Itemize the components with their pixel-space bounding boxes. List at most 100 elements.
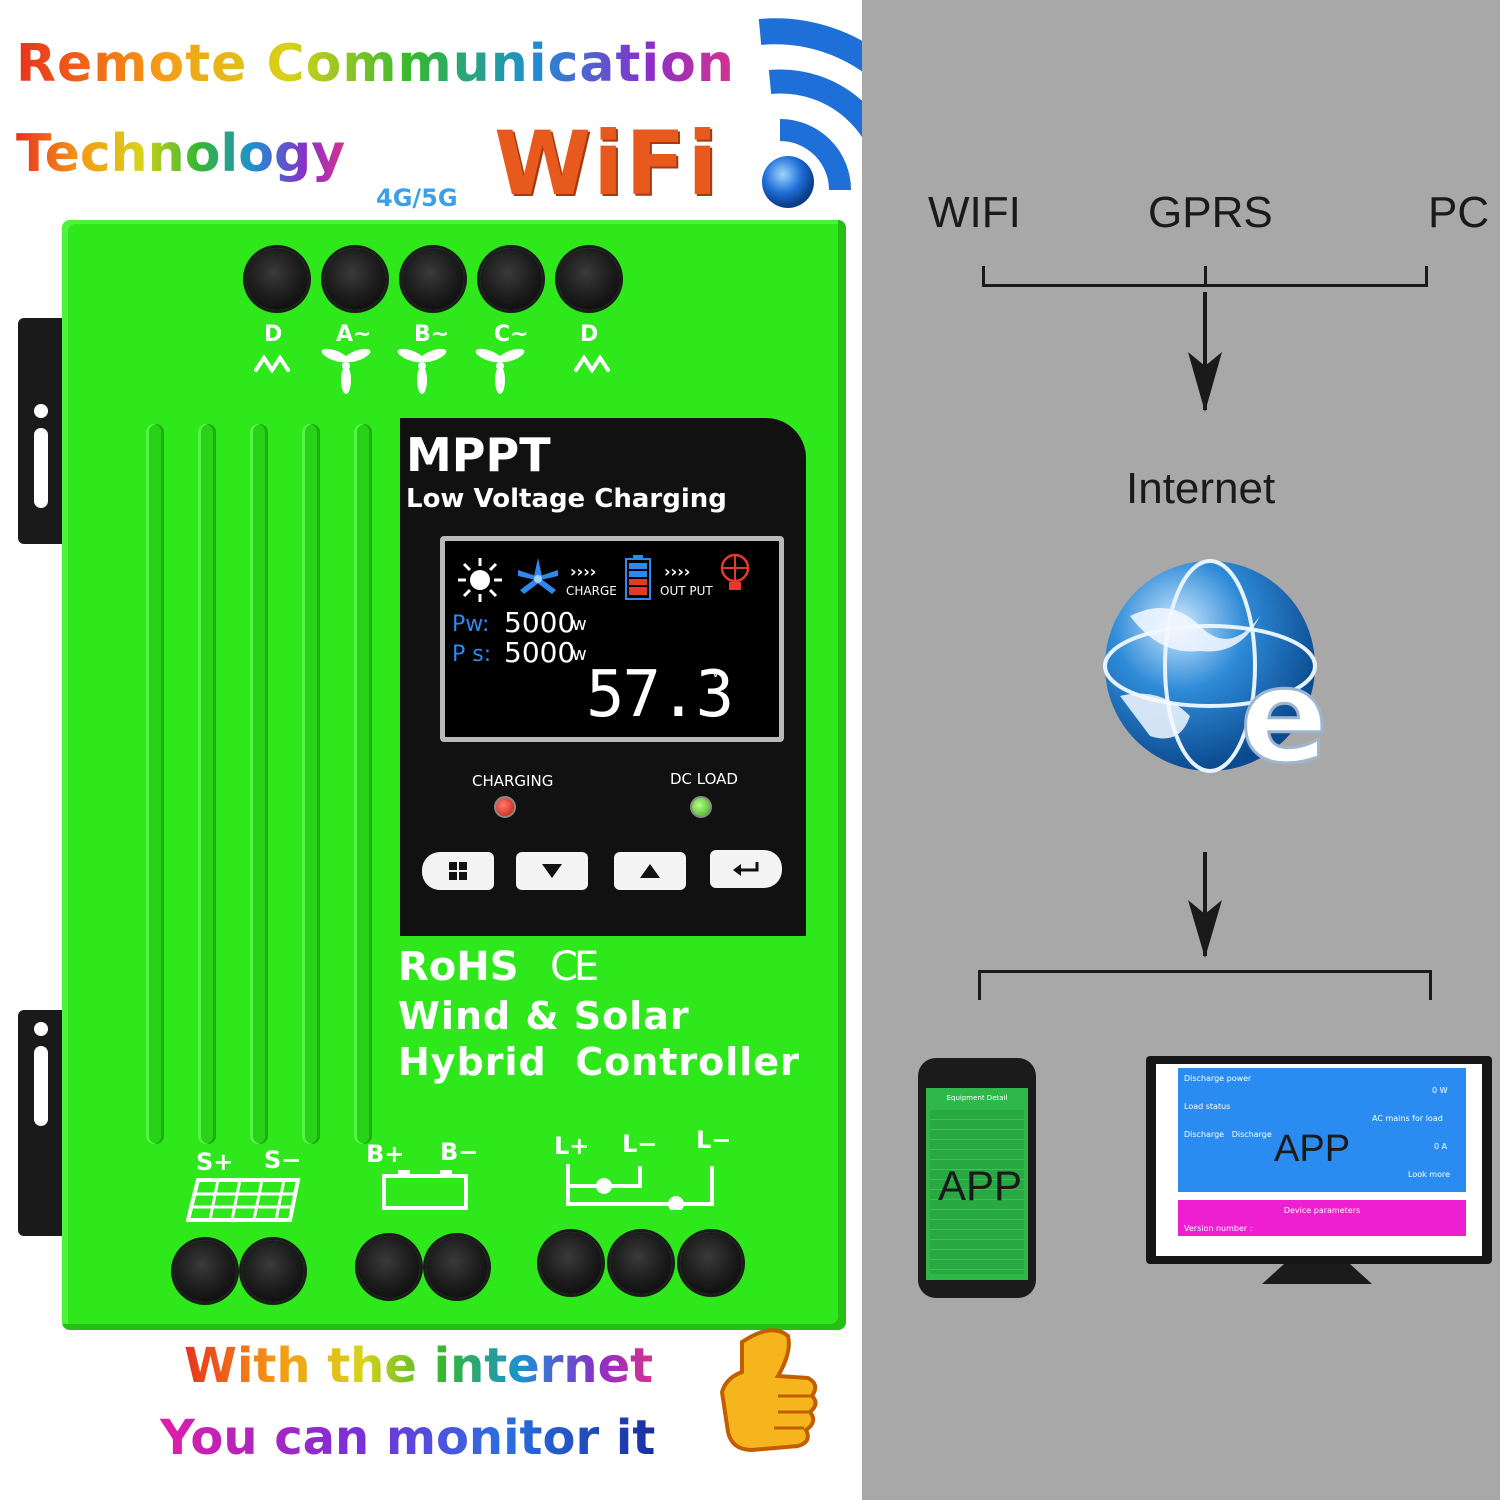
label-l-minus-1: L− <box>622 1130 658 1158</box>
ps-unit: w <box>572 644 587 665</box>
monitor-stand <box>1262 1264 1372 1284</box>
monitor-screen: Discharge power 0 W Load status AC mains… <box>1156 1064 1482 1256</box>
footer-line-1: With the internet <box>184 1338 654 1394</box>
terminal-a <box>324 248 386 310</box>
monitor-magenta-bar <box>1178 1200 1466 1236</box>
vent-groove <box>146 424 164 1144</box>
label-b-minus: B− <box>440 1138 479 1166</box>
mount-slot <box>34 1046 48 1126</box>
product-line-2: Hybrid Controller <box>398 1040 800 1084</box>
down-arrow-icon <box>1188 292 1222 412</box>
charging-led-label: CHARGING <box>472 772 554 790</box>
vent-groove <box>354 424 372 1144</box>
vent-groove <box>302 424 320 1144</box>
dcload-led-label: DC LOAD <box>670 770 738 788</box>
voltage-unit: v <box>712 666 720 680</box>
turbine-symbols-icon <box>254 348 610 394</box>
rohs-mark: RoHS <box>398 944 519 990</box>
voltage-readout: 57.3 <box>586 658 734 732</box>
mount-slot <box>34 428 48 508</box>
terminal-c <box>480 248 542 310</box>
bottom-bracket-left <box>978 970 981 1000</box>
vent-groove <box>198 424 216 1144</box>
solar-panel-icon <box>186 1178 301 1222</box>
down-button[interactable] <box>516 852 588 890</box>
up-button[interactable] <box>614 852 686 890</box>
enter-return-icon <box>733 862 759 876</box>
monitor-blue-card <box>1178 1068 1466 1192</box>
bottom-bracket-bar <box>978 970 1432 973</box>
down-arrow-icon-2 <box>1188 852 1222 958</box>
terminal-s-plus <box>174 1240 236 1302</box>
source-pc: PC <box>1428 188 1490 237</box>
mppt-title: MPPT <box>406 428 551 482</box>
footer-line-2: You can monitor it <box>160 1410 656 1466</box>
vent-groove <box>250 424 268 1144</box>
source-gprs: GPRS <box>1148 188 1273 237</box>
bottom-bracket-right <box>1429 970 1432 1000</box>
monitor: Discharge power 0 W Load status AC mains… <box>1146 1056 1492 1264</box>
battery-icon <box>625 555 651 600</box>
label-c: C~ <box>494 322 529 347</box>
label-d2: D <box>580 322 599 347</box>
label-s-minus: S− <box>264 1146 302 1174</box>
menu-button[interactable] <box>422 852 494 890</box>
monitor-bar-label: Device parameters <box>1283 1206 1361 1215</box>
mount-hole <box>34 404 48 418</box>
dcload-led <box>690 796 712 818</box>
phone-list <box>930 1110 1024 1274</box>
phone-app-label: APP <box>938 1162 1023 1209</box>
terminal-b <box>402 248 464 310</box>
charging-led <box>494 796 516 818</box>
lcd-output-label: OUT PUT <box>660 584 713 598</box>
terminal-s-minus <box>242 1240 304 1302</box>
top-bracket-mid <box>1204 266 1207 286</box>
sun-icon <box>458 558 502 602</box>
internet-globe-icon: e <box>1103 559 1330 794</box>
pw-value: 5000 <box>504 606 576 639</box>
phone-screen: Equipment Detail APP <box>926 1088 1028 1280</box>
monitor-row-3: Load status <box>1184 1102 1231 1111</box>
monitor-version: Version number : <box>1184 1224 1253 1233</box>
terminal-l-minus-1 <box>610 1232 672 1294</box>
mount-hole <box>34 1022 48 1036</box>
monitor-app-label: APP <box>1274 1128 1351 1170</box>
internet-label: Internet <box>1126 464 1276 513</box>
product-line-1: Wind & Solar <box>398 994 690 1038</box>
pw-unit: w <box>572 614 587 635</box>
source-wifi: WIFI <box>928 188 1021 237</box>
monitor-row-7: Look more <box>1408 1170 1451 1179</box>
triangle-up-icon <box>640 864 660 878</box>
pw-label: Pw: <box>452 612 490 637</box>
label-b-plus: B+ <box>366 1140 405 1168</box>
load-bulb-icon <box>720 553 750 590</box>
wind-turbine-icon <box>518 558 558 594</box>
wifi-title: WiFi <box>494 112 720 215</box>
thumbs-up-icon <box>719 1328 818 1453</box>
terminal-b-minus <box>426 1236 488 1298</box>
network-label: 4G/5G <box>376 184 458 212</box>
mppt-subtitle: Low Voltage Charging <box>406 484 727 514</box>
terminal-d2 <box>558 248 620 310</box>
label-l-plus: L+ <box>554 1132 590 1160</box>
ps-value: 5000 <box>504 636 576 669</box>
headline-line1: Remote Communication <box>16 34 735 94</box>
monitor-row-2: 0 W <box>1432 1086 1448 1095</box>
lcd-charge-label: CHARGE <box>566 584 617 598</box>
ce-mark: CE <box>550 944 599 990</box>
top-bracket-right <box>1425 266 1428 286</box>
phone-header: Equipment Detail <box>946 1094 1008 1102</box>
headline-line2: Technology <box>16 124 346 184</box>
output-arrows-icon: ›››› <box>664 562 691 581</box>
label-l-minus-2: L− <box>696 1126 732 1154</box>
load-circuit-icon <box>566 1164 714 1210</box>
label-a: A~ <box>336 322 372 347</box>
enter-button[interactable] <box>710 850 782 888</box>
charge-arrows-icon: ›››› <box>570 562 597 581</box>
battery-symbol-icon <box>382 1170 468 1210</box>
smartphone: Equipment Detail APP <box>918 1058 1036 1298</box>
svg-text:e: e <box>1240 640 1328 792</box>
menu-grid-icon <box>449 862 467 880</box>
ps-label: P s: <box>452 642 492 667</box>
triangle-down-icon <box>542 864 562 878</box>
